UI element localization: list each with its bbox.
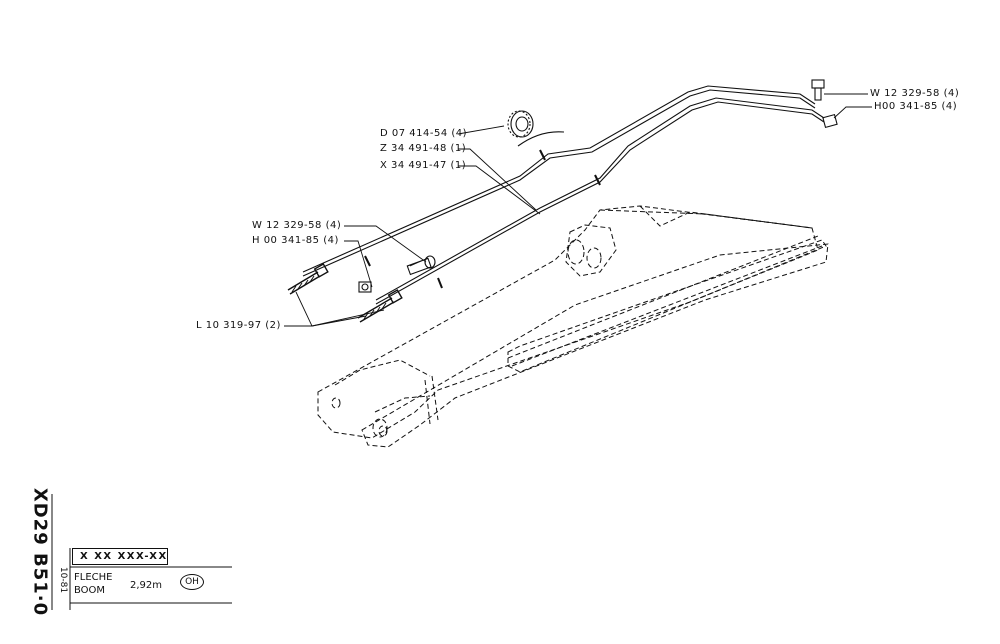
boom-slot: [507, 239, 827, 373]
pipe-upper-a: [302, 85, 816, 273]
boom-web-2: [374, 395, 431, 413]
leader-h-top: [833, 106, 872, 119]
union-bolt-left: [406, 255, 436, 276]
pipe-lower-b: [375, 101, 825, 305]
boom-lower-plate: [361, 243, 829, 448]
bushing-d: [507, 110, 565, 147]
callout-h-left: H 00 341-85 (4): [252, 235, 339, 246]
callout-h-top: H00 341-85 (4): [874, 101, 958, 112]
serial-code-box: [72, 548, 168, 565]
boom-pin-foot-2: [378, 425, 388, 437]
oh-badge: OH: [180, 574, 204, 590]
leader-x: [458, 165, 541, 215]
nut-h-top: [822, 113, 838, 129]
boom-outline: [317, 205, 829, 448]
callout-w-top: W 12 329-58 (4): [870, 88, 960, 99]
callout-w-left: W 12 329-58 (4): [252, 220, 342, 231]
callout-d: D 07 414-54 (4): [380, 128, 468, 139]
bushing-clamp: [517, 131, 565, 147]
boom-pin-foot: [372, 418, 388, 438]
plate-number-text: XD29 B51·0: [29, 487, 51, 617]
boom-section-mark-2: [424, 379, 431, 425]
leaders: [284, 93, 872, 327]
leader-w-left: [344, 225, 427, 263]
boom-inner-ridge: [507, 235, 819, 359]
boom-top-edge: [599, 209, 813, 229]
boom-head-cap: [565, 224, 617, 277]
leader-z: [458, 148, 537, 211]
callout-l: L 10 319-97 (2): [196, 320, 281, 331]
boom-inner-ridge-2: [511, 245, 823, 367]
bolt-w-top: [811, 79, 825, 101]
clip-2: [594, 174, 601, 186]
title-block-rules: [51, 494, 232, 610]
hose-left-lower: [357, 289, 403, 323]
boom-pin-upper-2: [586, 247, 602, 269]
leader-l: [284, 291, 313, 327]
date-stamp-text: 10-81: [58, 566, 68, 594]
pipe-lower-a: [375, 97, 825, 301]
leader-l-tail: [311, 309, 385, 327]
nut-left: [358, 281, 372, 293]
hose-left-upper: [287, 263, 329, 295]
leader-h-left: [344, 240, 373, 288]
boom-pin-lower: [331, 397, 341, 409]
part-name-en: BOOM: [74, 585, 106, 596]
pipes: [302, 85, 825, 305]
plate-number: XD29 B51·0: [28, 488, 52, 616]
part-name-fr: FLECHE: [74, 572, 113, 583]
callout-x: X 34 491-47 (1): [380, 160, 467, 171]
boom-length: 2,92m: [130, 580, 163, 591]
leader-d: [457, 125, 505, 135]
boom-web: [334, 359, 431, 386]
pipe-upper-b: [302, 89, 816, 277]
date-stamp: 10-81: [56, 562, 70, 598]
clip-3: [364, 255, 371, 267]
clip-4: [437, 277, 443, 289]
boom-top-edge-2: [639, 205, 813, 229]
serial-code: X XX XXX-XX: [80, 551, 168, 562]
callout-z: Z 34 491-48 (1): [380, 143, 467, 154]
clip-1: [539, 149, 546, 161]
boom-pin-upper: [567, 239, 585, 265]
